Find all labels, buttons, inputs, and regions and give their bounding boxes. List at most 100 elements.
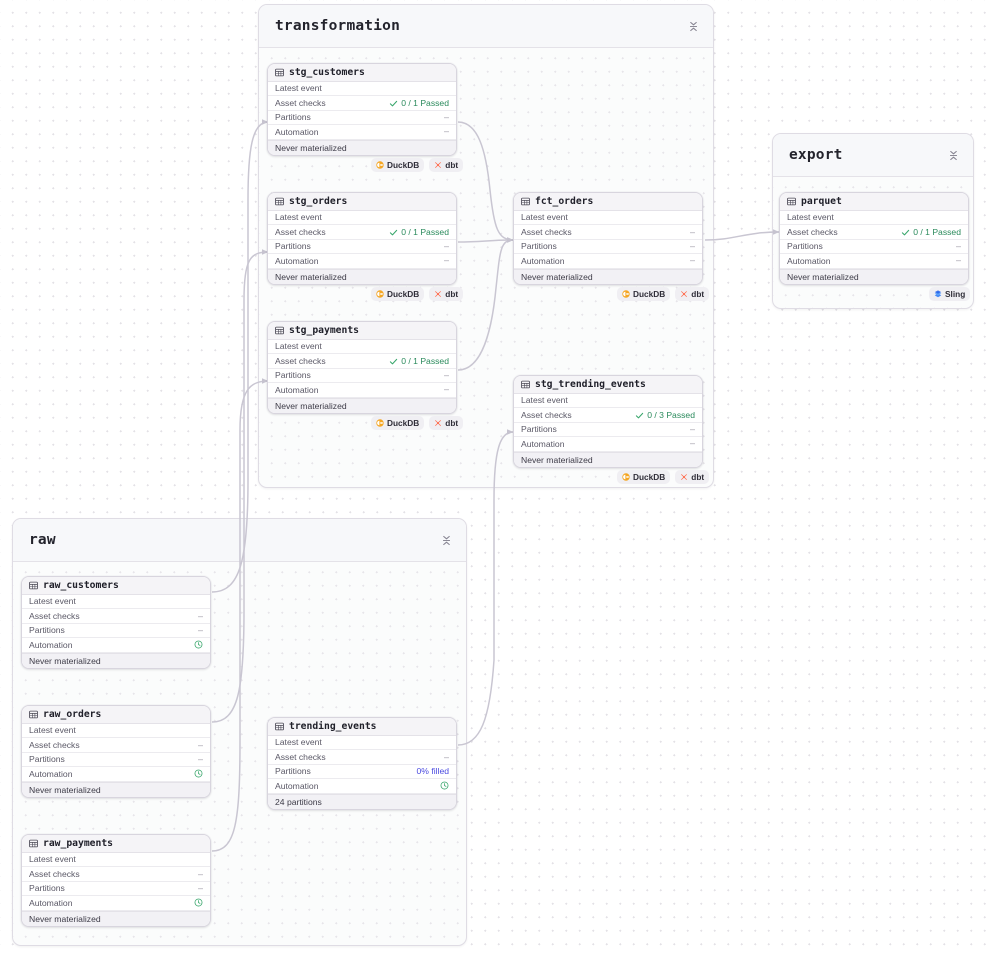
row-automation[interactable]: Automation — [22, 767, 210, 782]
asset-tags-stg_orders: DuckDB dbt — [371, 287, 464, 301]
row-label: Partitions — [29, 625, 65, 636]
row-asset-checks[interactable]: Asset checks– — [22, 867, 210, 882]
row-automation[interactable]: Automation– — [268, 254, 456, 269]
asset-node-header[interactable]: raw_customers — [22, 577, 210, 595]
row-asset-checks[interactable]: Asset checks– — [22, 609, 210, 624]
row-automation[interactable]: Automation– — [268, 383, 456, 398]
row-label: Partitions — [275, 112, 311, 123]
row-partitions[interactable]: Partitions – — [268, 110, 456, 126]
row-partitions[interactable]: Partitions– — [514, 239, 702, 255]
row-automation[interactable]: Automation– — [514, 254, 702, 269]
tag-dbt[interactable]: dbt — [675, 470, 710, 484]
asset-status-footer: Never materialized — [514, 451, 702, 467]
row-partitions[interactable]: Partitions– — [268, 368, 456, 384]
row-partitions[interactable]: Partitions– — [22, 623, 210, 639]
row-asset-checks[interactable]: Asset checks– — [268, 750, 456, 765]
asset-table-icon — [29, 710, 38, 719]
group-collapse-button[interactable] — [945, 147, 961, 163]
row-label: Latest event — [521, 212, 568, 223]
row-value[interactable]: 0% filled — [416, 766, 449, 777]
asset-node-header[interactable]: fct_orders — [514, 193, 702, 211]
row-value-wrap: – — [198, 883, 203, 893]
row-value: – — [197, 610, 203, 621]
row-value: – — [443, 111, 449, 122]
schedule-clock-icon[interactable] — [194, 898, 203, 907]
row-partitions[interactable]: Partitions– — [514, 422, 702, 438]
group-header-export[interactable]: export — [773, 134, 973, 177]
row-value-wrap: – — [198, 740, 203, 750]
group-header-transformation[interactable]: transformation — [259, 5, 713, 48]
collapse-icon[interactable] — [688, 21, 699, 32]
row-latest-event: Latest event — [22, 724, 210, 739]
row-partitions[interactable]: Partitions– — [22, 752, 210, 768]
collapse-icon[interactable] — [948, 150, 959, 161]
schedule-clock-icon[interactable] — [194, 640, 203, 649]
row-value-wrap: – — [690, 256, 695, 265]
row-automation[interactable]: Automation– — [268, 125, 456, 140]
tag-dbt[interactable]: dbt — [429, 158, 464, 172]
row-automation[interactable]: Automation – — [514, 437, 702, 452]
group-header-raw[interactable]: raw — [13, 519, 466, 562]
dbt-icon — [435, 162, 442, 168]
row-value-wrap: – — [197, 610, 203, 621]
tag-dbt[interactable]: dbt — [429, 416, 464, 430]
tag-dbt[interactable]: dbt — [675, 287, 710, 301]
row-value-wrap: – — [690, 439, 695, 448]
asset-status-footer: Never materialized — [268, 397, 456, 413]
asset-node-header[interactable]: stg_trending_events — [514, 376, 702, 394]
row-label: Asset checks — [521, 409, 572, 420]
duckdb-icon — [622, 473, 630, 481]
asset-node-header[interactable]: stg_payments — [268, 322, 456, 340]
tag-duckdb[interactable]: DuckDB — [371, 158, 425, 172]
row-automation[interactable]: Automation– — [780, 254, 968, 269]
tag-duckdb[interactable]: DuckDB — [617, 470, 671, 484]
asset-node-header[interactable]: stg_customers — [268, 64, 456, 82]
schedule-clock-icon[interactable] — [440, 781, 449, 790]
asset-tags-stg_customers: DuckDB dbt — [371, 158, 464, 172]
collapse-icon[interactable] — [441, 535, 452, 546]
tag-duckdb[interactable]: DuckDB — [371, 287, 425, 301]
tag-dbt[interactable]: dbt — [429, 287, 464, 301]
row-asset-checks[interactable]: Asset checks– — [514, 225, 702, 240]
group-collapse-button[interactable] — [685, 18, 701, 34]
asset-node-header[interactable]: trending_events — [268, 718, 456, 736]
asset-node-header[interactable]: stg_orders — [268, 193, 456, 211]
row-value: – — [197, 868, 203, 879]
row-automation[interactable]: Automation — [268, 779, 456, 794]
asset-node-header[interactable]: raw_payments — [22, 835, 210, 853]
row-automation[interactable]: Automation — [22, 896, 210, 911]
asset-node-header[interactable]: parquet — [780, 193, 968, 211]
schedule-clock-icon[interactable] — [194, 769, 203, 778]
row-partitions[interactable]: Partitions– — [268, 239, 456, 255]
group-collapse-button[interactable] — [438, 532, 454, 548]
check-icon — [390, 229, 398, 235]
row-asset-checks[interactable]: Asset checks– — [22, 738, 210, 753]
row-label: Automation — [521, 438, 565, 449]
row-automation[interactable]: Automation — [22, 638, 210, 653]
row-partitions[interactable]: Partitions– — [780, 239, 968, 255]
row-value: – — [689, 423, 695, 434]
check-icon — [390, 358, 398, 364]
tag-sling[interactable]: Sling — [929, 287, 971, 301]
tag-duckdb[interactable]: DuckDB — [617, 287, 671, 301]
asset-node-header[interactable]: raw_orders — [22, 706, 210, 724]
row-partitions[interactable]: Partitions– — [22, 881, 210, 897]
tag-duckdb[interactable]: DuckDB — [371, 416, 425, 430]
